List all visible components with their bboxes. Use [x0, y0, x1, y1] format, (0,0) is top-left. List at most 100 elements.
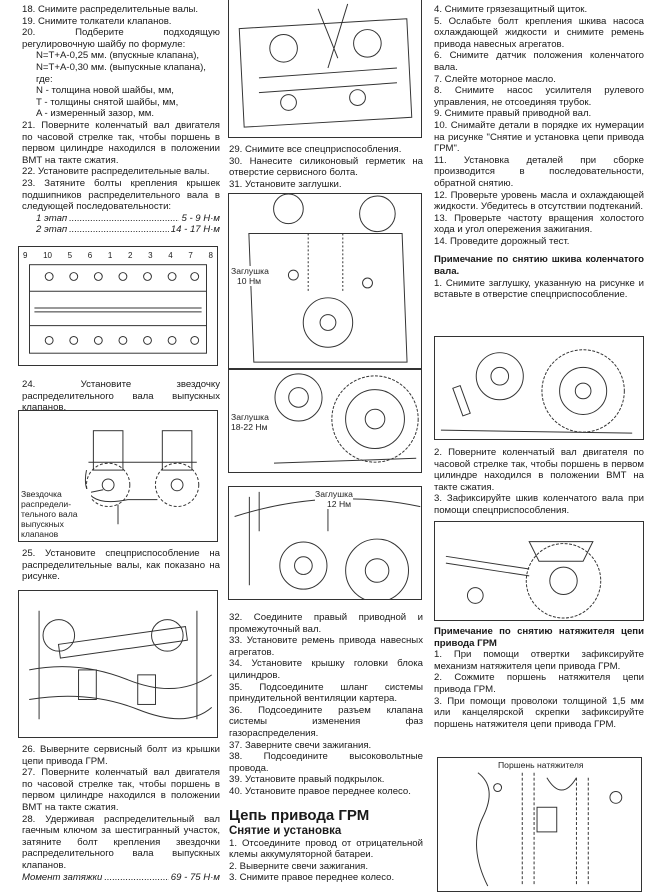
- step-23: 23. Затяните болты крепления крышек подш…: [22, 177, 220, 213]
- plug-1-name: Заглушка: [231, 266, 269, 276]
- seq-num: 6: [87, 251, 93, 260]
- note-tensioner-step-3: 3. При помощи проволоки толщиной 1,5 мм …: [434, 695, 644, 730]
- right-text-bottom: Примечание по снятию натяжителя цепи при…: [434, 626, 644, 730]
- plug-2-torque: 18-22 Нм: [231, 422, 268, 432]
- step-20: 20. Подберите подходящую регулировочную …: [22, 27, 220, 50]
- removal-step-14: 14. Проведите дорожный тест.: [434, 235, 570, 247]
- note-tensioner-step-2: 2. Сожмите поршень натяжителя цепи приво…: [434, 672, 644, 695]
- left-text-24: 24. Установите звездочку распределительн…: [22, 379, 220, 414]
- timing-cover-drawing: [248, 194, 408, 363]
- special-tool-figure: [18, 590, 218, 738]
- section-heading: Цепь привода ГРМ: [229, 806, 370, 824]
- removal-step-5: 5. Ослабьте болт крепления шкива насоса …: [434, 15, 644, 50]
- engine-top-drawing: [238, 3, 413, 128]
- formula-1: N=T+A-0,25 мм. (впускные клапана),: [36, 50, 200, 62]
- note-tensioner-heading: Примечание по снятию натяжителя цепи при…: [434, 626, 644, 649]
- stage-2-value: 14 - 17 Н·м: [170, 224, 220, 236]
- pulley-tool-drawing: [440, 349, 633, 434]
- step-40: 40. Установите правое переднее колесо.: [229, 785, 411, 797]
- note-pulley-step-1: 1. Снимите заглушку, указанную на рисунк…: [434, 277, 644, 301]
- removal-step-9: 9. Снимите правый приводной вал.: [434, 108, 592, 120]
- note-tensioner-step-1: 1. При помощи отвертки зафиксируйте меха…: [434, 649, 644, 672]
- seq-num: 1: [107, 251, 113, 260]
- removal-step-1: 1. Отсоедините провод от отрицательной к…: [229, 837, 423, 861]
- camshaft-tool-figure: [228, 0, 422, 138]
- formula-2: N=T+A-0,30 мм. (выпускные клапана), где:: [36, 61, 206, 85]
- step-26: 26. Выверните сервисный болт из крышки ц…: [22, 744, 220, 767]
- formula-a: A - измеренный зазор, мм.: [36, 108, 155, 120]
- step-37: 37. Заверните свечи зажигания.: [229, 739, 372, 751]
- removal-step-6: 6. Снимите датчик положения коленчатого …: [434, 50, 644, 73]
- sprocket-label: Звездочка распредели-тельного вала выпус…: [21, 489, 91, 539]
- removal-step-10: 10. Снимайте детали в порядке их нумерац…: [434, 119, 644, 155]
- pulley-holding-figure: [434, 521, 644, 621]
- middle-text-top: 29. Снимите все спецприспособления. 30. …: [229, 144, 423, 190]
- tensioner-piston-label: Поршень натяжителя: [498, 760, 584, 770]
- seq-num: 3: [148, 251, 153, 260]
- step-27: 27. Поверните коленчатый вал двигателя п…: [22, 767, 220, 813]
- step-22: 22. Установите распределительные валы.: [22, 166, 210, 178]
- pulley-side-drawing: [234, 491, 421, 599]
- section-subheading: Снятие и установка: [229, 824, 342, 837]
- seq-num: 9: [23, 251, 28, 260]
- right-text-middle: 2. Поверните коленчатый вал двигателя по…: [434, 447, 644, 517]
- plug-1-torque: 10 Нм: [237, 276, 262, 286]
- removal-step-2: 2. Выверните свечи зажигания.: [229, 860, 369, 872]
- note-pulley-step-2: 2. Поверните коленчатый вал двигателя по…: [434, 447, 644, 493]
- removal-step-8: 8. Снимите насос усилителя рулевого упра…: [434, 85, 644, 108]
- removal-step-4: 4. Снимите грязезащитный щиток.: [434, 4, 588, 15]
- plug-3-name: Заглушка: [315, 489, 353, 499]
- torque-value: 69 - 75 Н·м: [170, 871, 220, 883]
- removal-step-13: 13. Проверьте частоту вращения холостого…: [434, 212, 644, 236]
- step-36: 36. Подсоедините разъем клапана системы …: [229, 704, 423, 739]
- step-30: 30. Нанесите силиконовый герметик на отв…: [229, 155, 423, 179]
- tensioner-figure: Поршень натяжителя: [437, 757, 642, 892]
- seq-num: 8: [208, 251, 213, 260]
- step-24: 24. Установите звездочку распределительн…: [22, 379, 220, 414]
- left-text-25: 25. Установите спецприспособление на рас…: [22, 548, 220, 583]
- seq-num: 4: [168, 251, 173, 260]
- seq-num: 5: [67, 251, 73, 260]
- torque-row: Момент затяжки 69 - 75 Н·м: [22, 872, 220, 884]
- removal-step-7: 7. Слейте моторное масло.: [434, 73, 556, 85]
- removal-step-11: 11. Установка деталей при сборке произво…: [434, 154, 644, 189]
- plug-3-torque: 12 Нм: [327, 499, 352, 509]
- left-text-bottom: 26. Выверните сервисный болт из крышки ц…: [22, 744, 220, 883]
- step-25: 25. Установите спецприспособление на рас…: [22, 548, 220, 583]
- removal-step-12: 12. Проверьте уровень масла и охлаждающе…: [434, 189, 644, 213]
- right-text-top: 4. Снимите грязезащитный щиток. 5. Ослаб…: [434, 4, 644, 301]
- crank-pulley-drawing: [273, 373, 419, 464]
- step-32: 32. Соедините правый приводной и промежу…: [229, 612, 423, 635]
- step-31: 31. Установите заглушки.: [229, 178, 342, 190]
- step-18: 18. Снимите распределительные валы.: [22, 4, 199, 15]
- step-39: 39. Установите правый подкрылок.: [229, 774, 385, 786]
- plug-2-name: Заглушка: [231, 412, 269, 422]
- seq-num: 2: [128, 251, 133, 260]
- formula-t: T - толщины снятой шайбы, мм,: [36, 96, 179, 108]
- step-33: 33. Установите ремень привода навесных а…: [229, 635, 423, 658]
- seq-num: 7: [188, 251, 193, 260]
- step-34: 34. Установите крышку головки блока цили…: [229, 658, 423, 681]
- step-21: 21. Поверните коленчатый вал двигателя п…: [22, 119, 220, 166]
- torque-label: Момент затяжки: [22, 871, 103, 883]
- crank-pulley-tool-figure: [434, 336, 644, 440]
- special-tool-drawing: [29, 610, 213, 720]
- step-19: 19. Снимите толкатели клапанов.: [22, 15, 172, 27]
- pulley-holding-drawing: [445, 541, 602, 619]
- stage-2-row: 2 этап14 - 17 Н·м: [22, 224, 220, 236]
- stage-1-label: 1 этап: [36, 212, 68, 224]
- step-29: 29. Снимите все спецприспособления.: [229, 144, 402, 155]
- tensioner-drawing: [476, 772, 623, 887]
- middle-text-bottom: 32. Соедините правый приводной и промежу…: [229, 612, 423, 884]
- removal-step-3: 3. Снимите правое переднее колесо.: [229, 872, 395, 884]
- note-pulley-step-3: 3. Зафиксируйте шкив коленчатого вала пр…: [434, 493, 644, 516]
- cylinder-head-drawing: [29, 264, 207, 354]
